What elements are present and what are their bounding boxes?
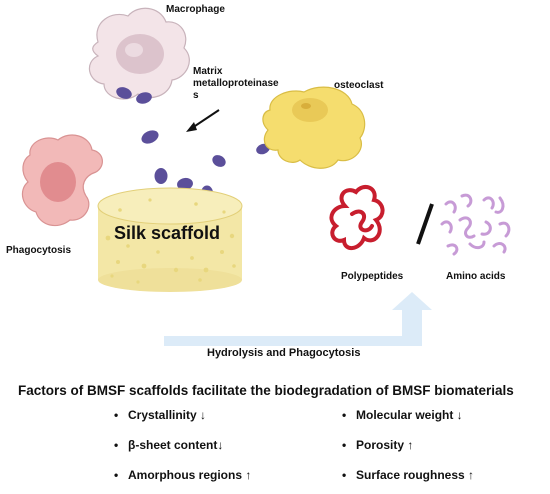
amino-acid-fragments [440, 193, 511, 256]
bullet: • [342, 468, 347, 482]
factor-crystallinity: • Crystallinity ↓ [114, 408, 206, 422]
factor-amorphous: • Amorphous regions ↑ [114, 468, 251, 482]
process-arrow [164, 282, 432, 346]
factor-beta-sheet: • β-sheet content↓ [114, 438, 223, 452]
macrophage-label: Macrophage [166, 4, 225, 15]
factor-text: β-sheet content↓ [128, 438, 224, 452]
factor-text: Porosity ↑ [356, 438, 414, 452]
bullet: • [114, 468, 119, 482]
factor-text: Surface roughness ↑ [356, 468, 475, 482]
macrophage-cell [88, 7, 190, 100]
polypeptides-label: Polypeptides [341, 271, 404, 282]
process-label: Hydrolysis and Phagocytosis [207, 347, 361, 359]
bullet: • [114, 438, 119, 452]
bullet: • [342, 438, 347, 452]
silk-scaffold [97, 187, 243, 292]
factor-surface-roughness: • Surface roughness ↑ [342, 468, 474, 482]
factor-text: Crystallinity ↓ [128, 408, 207, 422]
factor-porosity: • Porosity ↑ [342, 438, 413, 452]
bullet: • [114, 408, 119, 422]
osteoclast-cell [262, 86, 366, 169]
factor-text: Amorphous regions ↑ [128, 468, 252, 482]
phagocytosis-label: Phagocytosis [6, 245, 72, 256]
factor-text: Molecular weight ↓ [356, 408, 463, 422]
mmp-label: Matrix metalloproteinase s [193, 66, 279, 101]
factor-molecular-weight: • Molecular weight ↓ [342, 408, 463, 422]
separator-slash [416, 203, 434, 245]
amino-acids-label: Amino acids [446, 271, 506, 282]
silk-scaffold-label: Silk scaffold [114, 223, 221, 243]
polypeptide-chain [329, 184, 385, 250]
bullet: • [342, 408, 347, 422]
osteoclast-label: osteoclast [334, 80, 384, 91]
mmp-pointer-arrow [186, 109, 220, 132]
factors-title: Factors of BMSF scaffolds facilitate the… [18, 383, 514, 398]
phagocytic-cell [21, 134, 103, 227]
